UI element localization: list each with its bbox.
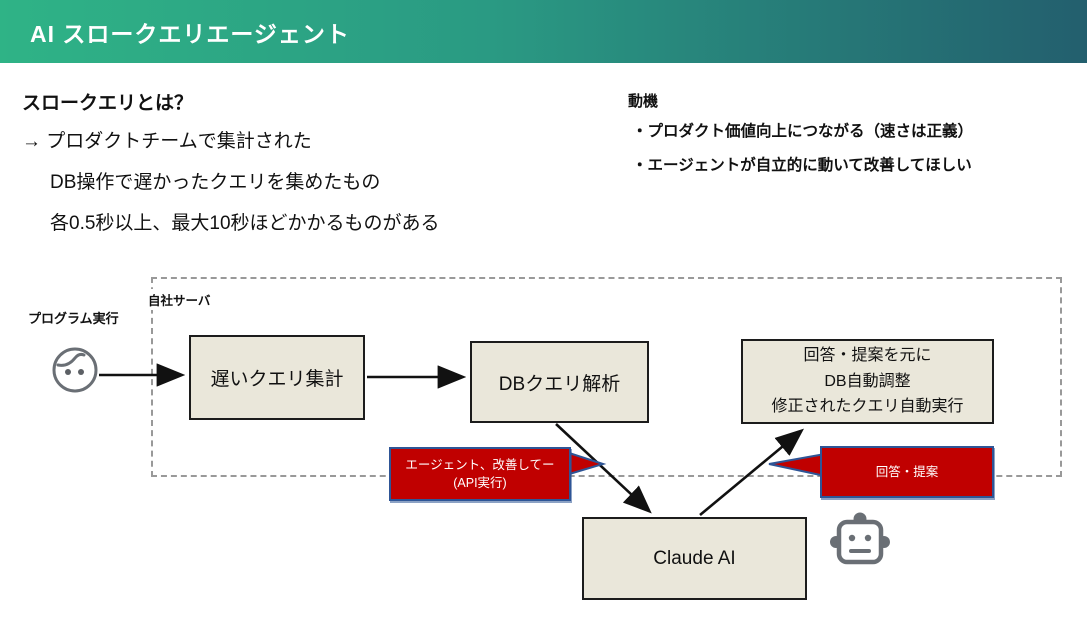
user-face-icon xyxy=(52,347,98,393)
box-auto-tune-line-3: 修正されたクエリ自動実行 xyxy=(771,398,964,416)
callout-answer-proposal: 回答・提案 xyxy=(820,446,994,498)
callout-answer-proposal-label: 回答・提案 xyxy=(875,464,939,479)
box-auto-tune-line-2: DB自動調整 xyxy=(824,372,911,390)
motivation-bullet-1: ・プロダクト価値向上につながる（速さは正義） xyxy=(632,123,974,140)
box-claude-ai: Claude AI xyxy=(582,517,807,600)
callout-agent-request-line-2: (API実行) xyxy=(453,476,507,490)
slide-title-bar: AI スロークエリエージェント xyxy=(0,0,1087,63)
program-exec-label: プログラム実行 xyxy=(28,311,119,326)
box-auto-tune-line-1: 回答・提案を元に xyxy=(803,347,932,365)
box-db-query-analysis: DBクエリ解析 xyxy=(470,341,649,423)
robot-icon xyxy=(830,512,890,565)
box-db-query-label: DBクエリ解析 xyxy=(498,373,621,395)
box-claude-ai-label: Claude AI xyxy=(653,547,736,569)
callout-agent-request-line-1: エージェント、改善してー xyxy=(405,457,555,472)
box-auto-tune: 回答・提案を元に DB自動調整 修正されたクエリ自動実行 xyxy=(741,339,994,424)
server-boundary-label: 自社サーバ xyxy=(145,289,214,310)
intro-heading: スロークエリとは？ xyxy=(22,93,194,114)
slide-title: AI スロークエリエージェント xyxy=(30,20,350,47)
intro-line-3: 各0.5秒以上、最大10秒ほどかかるものがある xyxy=(50,213,440,234)
callout-agent-request: エージェント、改善してー (API実行) xyxy=(389,447,571,501)
intro-line-1: → プロダクトチームで集計された xyxy=(22,131,312,152)
motivation-bullet-2: ・エージェントが自立的に動いて改善してほしい xyxy=(632,157,972,174)
box-slow-query-label: 遅いクエリ集計 xyxy=(210,369,344,390)
box-slow-query-aggregate: 遅いクエリ集計 xyxy=(189,335,365,420)
intro-line-2: DB操作で遅かったクエリを集めたもの xyxy=(50,172,381,193)
motivation-heading: 動機 xyxy=(628,93,659,110)
